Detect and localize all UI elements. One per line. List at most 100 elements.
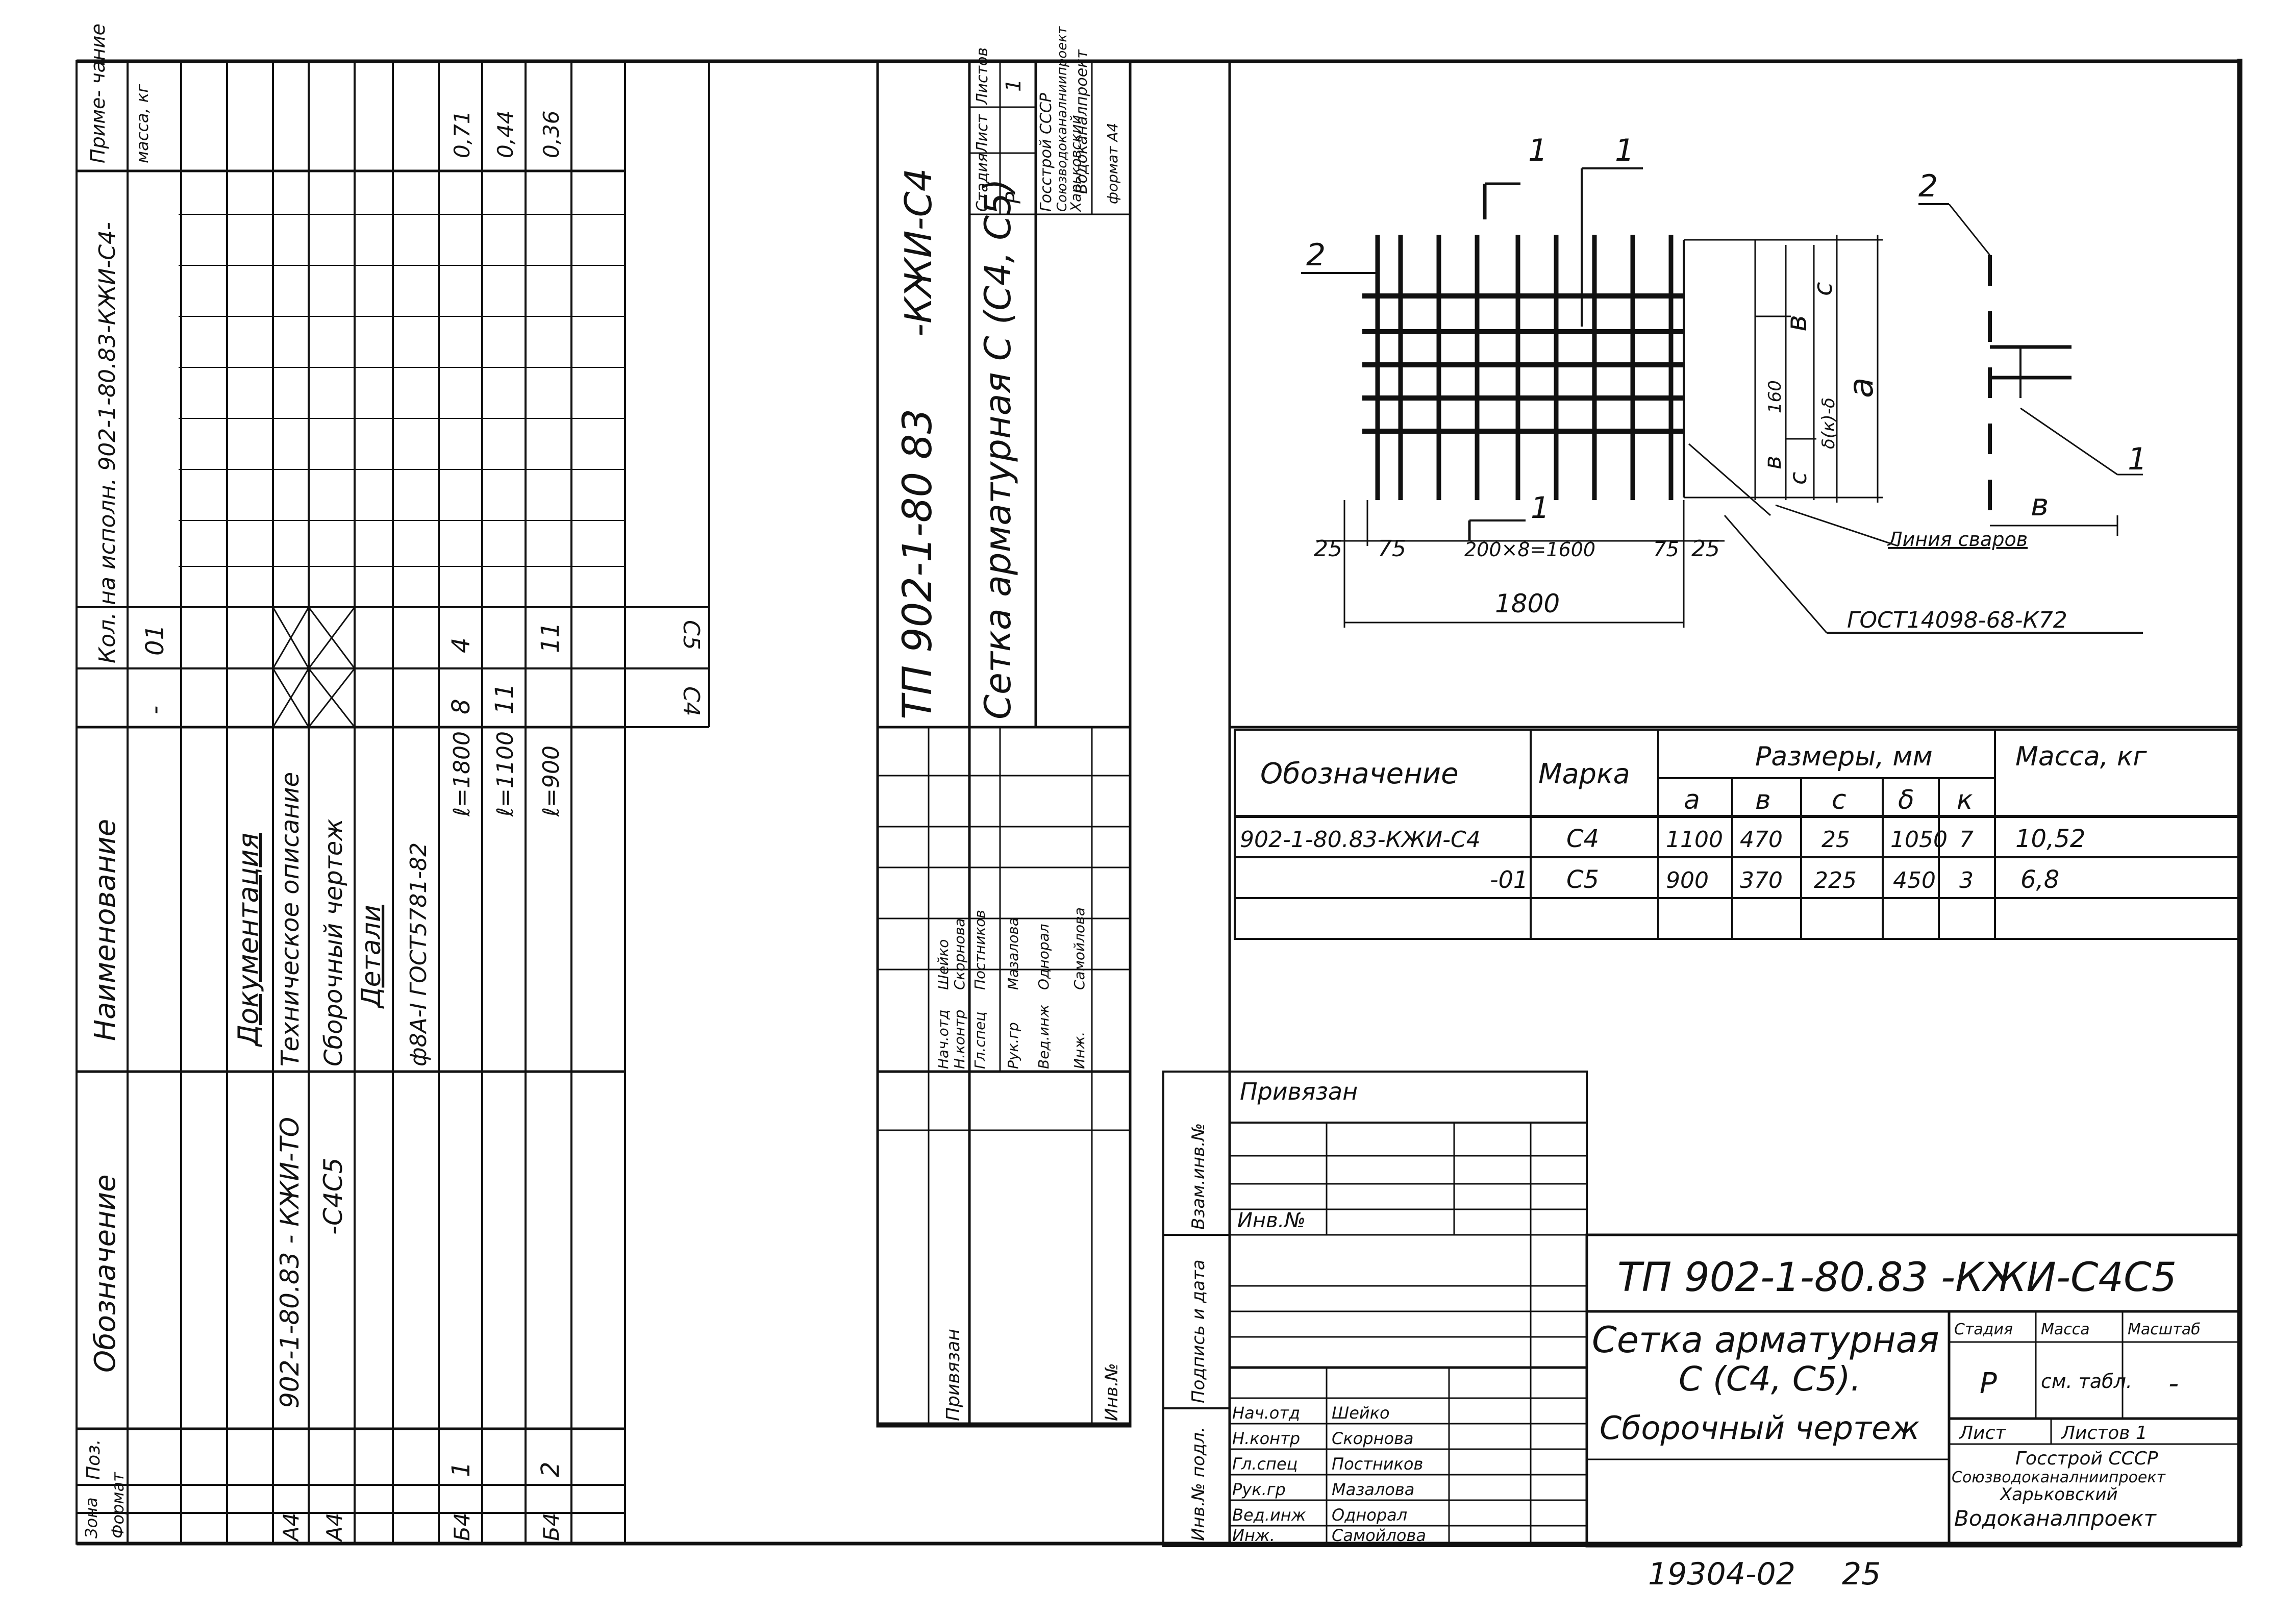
row1-d: 450 (1893, 867, 1936, 893)
mesh-sketch (1301, 167, 2143, 634)
main-scale-h: Масштаб (2128, 1321, 2201, 1338)
spec-row-7-note: 0,36 (539, 110, 564, 158)
leader-2-b: 2 (1918, 168, 1938, 204)
side-strip-1: Взам.инв.№ (1188, 1123, 1209, 1230)
row0-designation: 902-1-80.83-КЖИ-С4 (1240, 827, 1481, 853)
role-2: Гл.спец (1232, 1454, 1297, 1474)
middle-role-2: Гл.спец (971, 1012, 988, 1069)
table-sub-c: с (1832, 785, 1846, 815)
spec-row-0-name: Документация (232, 833, 264, 1047)
row1-c: 225 (1814, 867, 1857, 893)
middle-name-2: Постников (971, 910, 988, 990)
spec-row-2-format: А4 (322, 1513, 347, 1543)
middle-role-1: Н.контр (951, 1010, 968, 1069)
main-title-2: С (С4, С5). (1679, 1359, 1861, 1399)
role-0: Нач.отд (1232, 1403, 1300, 1423)
middle-name-4: Однорал (1035, 924, 1052, 990)
row1-designation: -01 (1490, 866, 1528, 893)
row0-b: 470 (1740, 827, 1783, 853)
spec-row-6-q1: 11 (490, 683, 519, 714)
main-sheets-h: Листов 1 (2060, 1423, 2148, 1444)
role-3: Рук.гр (1232, 1480, 1286, 1499)
middle-inv: Инв.№ (1102, 1363, 1122, 1421)
gost-label: ГОСТ14098-68-К72 (1847, 607, 2067, 633)
params-table (1234, 729, 2241, 940)
main-org1: Госстрой СССР (2015, 1448, 2158, 1469)
row0-c: 25 (1821, 827, 1850, 853)
dim-c: с (1808, 282, 1838, 296)
table-h-mark: Марка (1538, 758, 1630, 790)
dim-75b: 75 (1653, 538, 1679, 561)
spec-row-5-q1: 8 (447, 699, 476, 714)
left-spec-rows: Документация А4 902-1-80.83 - КЖИ-ТО Тех… (232, 110, 704, 1543)
dim-1800: 1800 (1495, 589, 1560, 618)
leader-1-a: 1 (1528, 133, 1548, 168)
header-zone: Зона (82, 1497, 101, 1538)
main-sheet-h: Лист (1958, 1423, 2006, 1444)
row0-k: 7 (1959, 827, 1974, 853)
main-stage-h: Стадия (1954, 1321, 2013, 1338)
middle-org3: Харьковский (1067, 115, 1084, 213)
header-mass: масса, кг (133, 84, 152, 163)
middle-format: формат А4 (1104, 123, 1121, 204)
footer-number: 19304-02 (1648, 1556, 1795, 1592)
main-mass-h: Масса (2041, 1321, 2090, 1338)
middle-bound: Привязан (943, 1329, 964, 1421)
middle-sheets: 1 (1002, 79, 1026, 92)
spec-row-4-name: ф8А-I ГОСТ5781-82 (406, 842, 432, 1066)
dim-75a: 75 (1378, 536, 1406, 562)
label-c4: С4 (678, 686, 704, 716)
binding-text: Привязан Инв.№ Взам.инв.№ Подпись и дата… (1188, 1078, 1426, 1545)
left-specification (76, 60, 626, 1545)
leader-2-a: 2 (1306, 237, 1326, 273)
middle-org1: Госстрой СССР (1037, 92, 1055, 212)
row1-a: 900 (1666, 867, 1709, 893)
row0-mass: 10,52 (2015, 825, 2085, 853)
row1-b: 370 (1740, 867, 1783, 893)
middle-org4: Водоканалпроект (1073, 49, 1091, 194)
label-c5: С5 (678, 620, 704, 650)
side-b: в (2031, 487, 2049, 523)
main-stage: Р (1980, 1367, 1997, 1400)
dim-25b: 25 (1691, 536, 1720, 562)
name-3: Мазалова (1332, 1480, 1414, 1499)
table-h-designation: Обозначение (1260, 757, 1459, 790)
middle-stage-h: Стадия (974, 153, 991, 212)
left-spec-headers: Обозначение Наименование Кол. на исполн.… (82, 23, 169, 1538)
leader-1-b: 1 (1615, 133, 1634, 168)
inv-no: Инв.№ (1237, 1209, 1306, 1232)
main-title-block (1585, 1233, 2241, 1548)
header-name: Наименование (89, 819, 122, 1041)
leader-1-c: 1 (2128, 441, 2147, 477)
spec-row-2-designation: -С4С5 (318, 1158, 348, 1235)
row0-a: 1100 (1666, 827, 1723, 853)
table-h-mass: Масса, кг (2015, 741, 2147, 772)
name-4: Однорал (1332, 1505, 1407, 1525)
header-pos: Поз. (83, 1439, 104, 1480)
main-code: ТП 902-1-80.83 -КЖИ-С4С5 (1617, 1255, 2177, 1301)
main-title-3: Сборочный чертеж (1600, 1409, 1919, 1447)
dim-b2: в (1759, 456, 1786, 469)
spec-row-5-q2: 4 (447, 637, 476, 653)
spec-row-1-format: А4 (279, 1513, 304, 1543)
dim-b: в (1780, 315, 1813, 332)
role-1: Н.контр (1232, 1429, 1300, 1448)
middle-stage: Р (1002, 191, 1026, 204)
middle-name-0: Шейко (935, 939, 952, 990)
main-mass: см. табл. (2041, 1370, 2132, 1393)
header-note: Приме- чание (87, 23, 109, 163)
qty-col-dash: - (141, 706, 169, 714)
middle-role-4: Вед.инж (1035, 1005, 1052, 1069)
row1-k: 3 (1959, 867, 1974, 893)
table-sub-b: в (1755, 785, 1771, 815)
main-title-1: Сетка арматурная (1592, 1319, 1939, 1361)
main-org4: Водоканалпроект (1954, 1506, 2157, 1531)
header-qty: Кол. на исполн. 902-1-80.83-КЖИ-С4- (94, 222, 120, 663)
spec-row-5-note: 0,71 (450, 110, 475, 158)
middle-role-3: Рук.гр (1005, 1022, 1021, 1069)
spec-row-7-name: ℓ=900 (538, 746, 564, 817)
row1-mass: 6,8 (2020, 865, 2059, 894)
name-5: Самойлова (1332, 1526, 1426, 1545)
side-strip-3: Инв.№ подл. (1188, 1427, 1209, 1541)
